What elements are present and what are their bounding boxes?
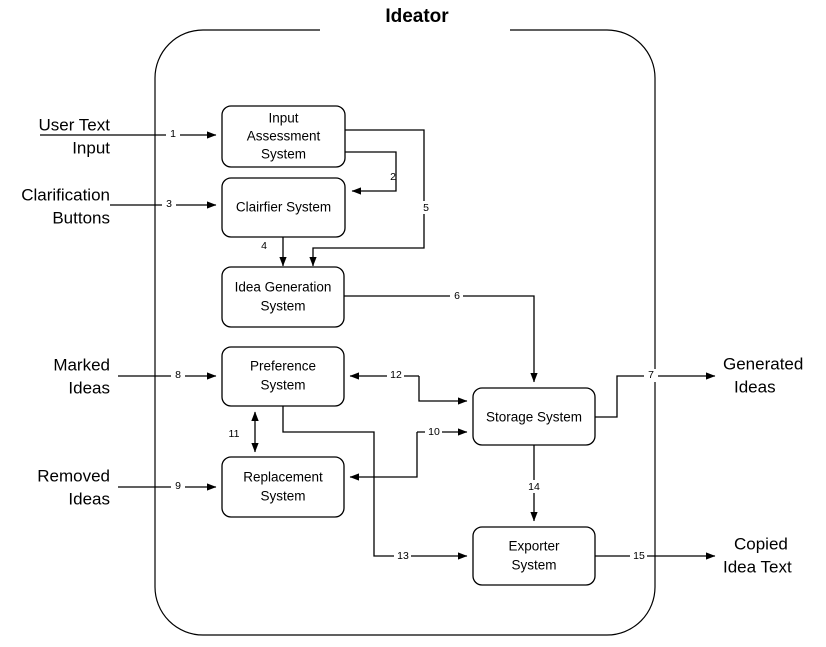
node-storage-system-box[interactable] bbox=[472, 387, 596, 446]
external-copied-idea-text-line2: Idea Text bbox=[723, 557, 792, 576]
external-generated-ideas-line1: Generated bbox=[723, 354, 803, 373]
node-preference-system-box[interactable] bbox=[221, 346, 345, 407]
node-input-assessment-system[interactable]: Input Assessment System bbox=[221, 105, 346, 168]
external-removed-ideas-line2: Ideas bbox=[68, 489, 110, 508]
flow-num-12-bg bbox=[387, 369, 404, 382]
flow-num-9: 9 bbox=[175, 480, 181, 492]
node-replacement-system-box[interactable] bbox=[221, 456, 345, 518]
flow-line-7 bbox=[595, 372, 716, 418]
flow-line-6 bbox=[344, 295, 538, 383]
flow-num-8-bg bbox=[171, 368, 185, 381]
node-preference-system-label-1: Preference bbox=[250, 359, 316, 374]
node-replacement-system-label-1: Replacement bbox=[243, 470, 323, 485]
external-marked-ideas-line2: Ideas bbox=[68, 378, 110, 397]
node-preference-system-label-2: System bbox=[260, 378, 305, 393]
external-generated-ideas-line2: Ideas bbox=[734, 377, 776, 396]
flow-num-2: 2 bbox=[390, 171, 396, 183]
flow-num-15-bg bbox=[630, 549, 647, 562]
node-input-assessment-system-label-1: Input bbox=[268, 111, 298, 126]
external-clarification-buttons-line1: Clarification bbox=[21, 185, 110, 204]
flow-num-6-bg bbox=[450, 290, 463, 303]
node-exporter-system[interactable]: Exporter System bbox=[472, 526, 596, 586]
node-idea-generation-system-box[interactable] bbox=[221, 266, 345, 328]
external-user-text-input-line2: Input bbox=[72, 138, 110, 157]
node-replacement-system[interactable]: Replacement System bbox=[221, 456, 345, 518]
flow-num-12: 12 bbox=[390, 369, 402, 381]
flow-num-10-bg bbox=[425, 425, 442, 438]
node-idea-generation-system-label-2: System bbox=[260, 299, 305, 314]
external-marked-ideas-line1: Marked bbox=[53, 355, 110, 374]
flow-line-5 bbox=[309, 129, 425, 267]
flow-num-13-bg bbox=[394, 549, 411, 562]
node-exporter-system-label-1: Exporter bbox=[508, 539, 560, 554]
flow-num-14: 14 bbox=[528, 481, 540, 493]
node-clairfier-system[interactable]: Clairfier System bbox=[221, 177, 346, 238]
node-input-assessment-system-label-3: System bbox=[261, 147, 306, 162]
node-input-assessment-system-label-2: Assessment bbox=[247, 129, 321, 144]
flow-num-13: 13 bbox=[397, 550, 409, 562]
title-backdrop bbox=[320, 8, 510, 32]
node-input-assessment-system-box[interactable] bbox=[221, 105, 346, 168]
external-clarification-buttons-line2: Buttons bbox=[52, 208, 110, 227]
flow-num-5: 5 bbox=[423, 202, 429, 214]
flow-num-3: 3 bbox=[166, 198, 172, 210]
flow-num-5-bg bbox=[418, 201, 431, 214]
flow-num-7: 7 bbox=[648, 369, 654, 381]
flow-line-10-branch bbox=[349, 432, 418, 481]
flow-num-15: 15 bbox=[633, 550, 645, 562]
page-title: Ideator bbox=[385, 6, 449, 27]
external-removed-ideas-line1: Removed bbox=[37, 466, 110, 485]
flow-num-9-bg bbox=[171, 479, 185, 492]
node-storage-system[interactable]: Storage System bbox=[472, 387, 596, 446]
flow-num-10: 10 bbox=[428, 426, 440, 438]
node-replacement-system-label-2: System bbox=[260, 489, 305, 504]
external-user-text-input-line1: User Text bbox=[39, 115, 111, 134]
node-exporter-system-label-2: System bbox=[511, 558, 556, 573]
node-clairfier-system-label-1: Clairfier System bbox=[236, 200, 331, 215]
flow-num-11: 11 bbox=[229, 428, 240, 440]
external-copied-idea-text-line1: Copied bbox=[734, 534, 788, 553]
flow-num-1: 1 bbox=[170, 128, 176, 140]
flow-num-6: 6 bbox=[454, 290, 460, 302]
node-idea-generation-system-label-1: Idea Generation bbox=[235, 280, 332, 295]
node-storage-system-label-1: Storage System bbox=[486, 410, 582, 425]
flow-num-14-bg bbox=[526, 480, 543, 493]
flow-line-2 bbox=[345, 151, 397, 195]
flow-num-4: 4 bbox=[261, 240, 267, 252]
flow-num-8: 8 bbox=[175, 369, 181, 381]
flow-num-3-bg bbox=[162, 197, 176, 210]
node-exporter-system-box[interactable] bbox=[472, 526, 596, 586]
node-preference-system[interactable]: Preference System bbox=[221, 346, 345, 407]
flow-line-12-return bbox=[418, 376, 468, 405]
node-idea-generation-system[interactable]: Idea Generation System bbox=[221, 266, 345, 328]
node-clairfier-system-box[interactable] bbox=[221, 177, 346, 238]
flow-num-7-bg bbox=[644, 369, 658, 382]
flow-num-1-bg bbox=[166, 127, 180, 140]
